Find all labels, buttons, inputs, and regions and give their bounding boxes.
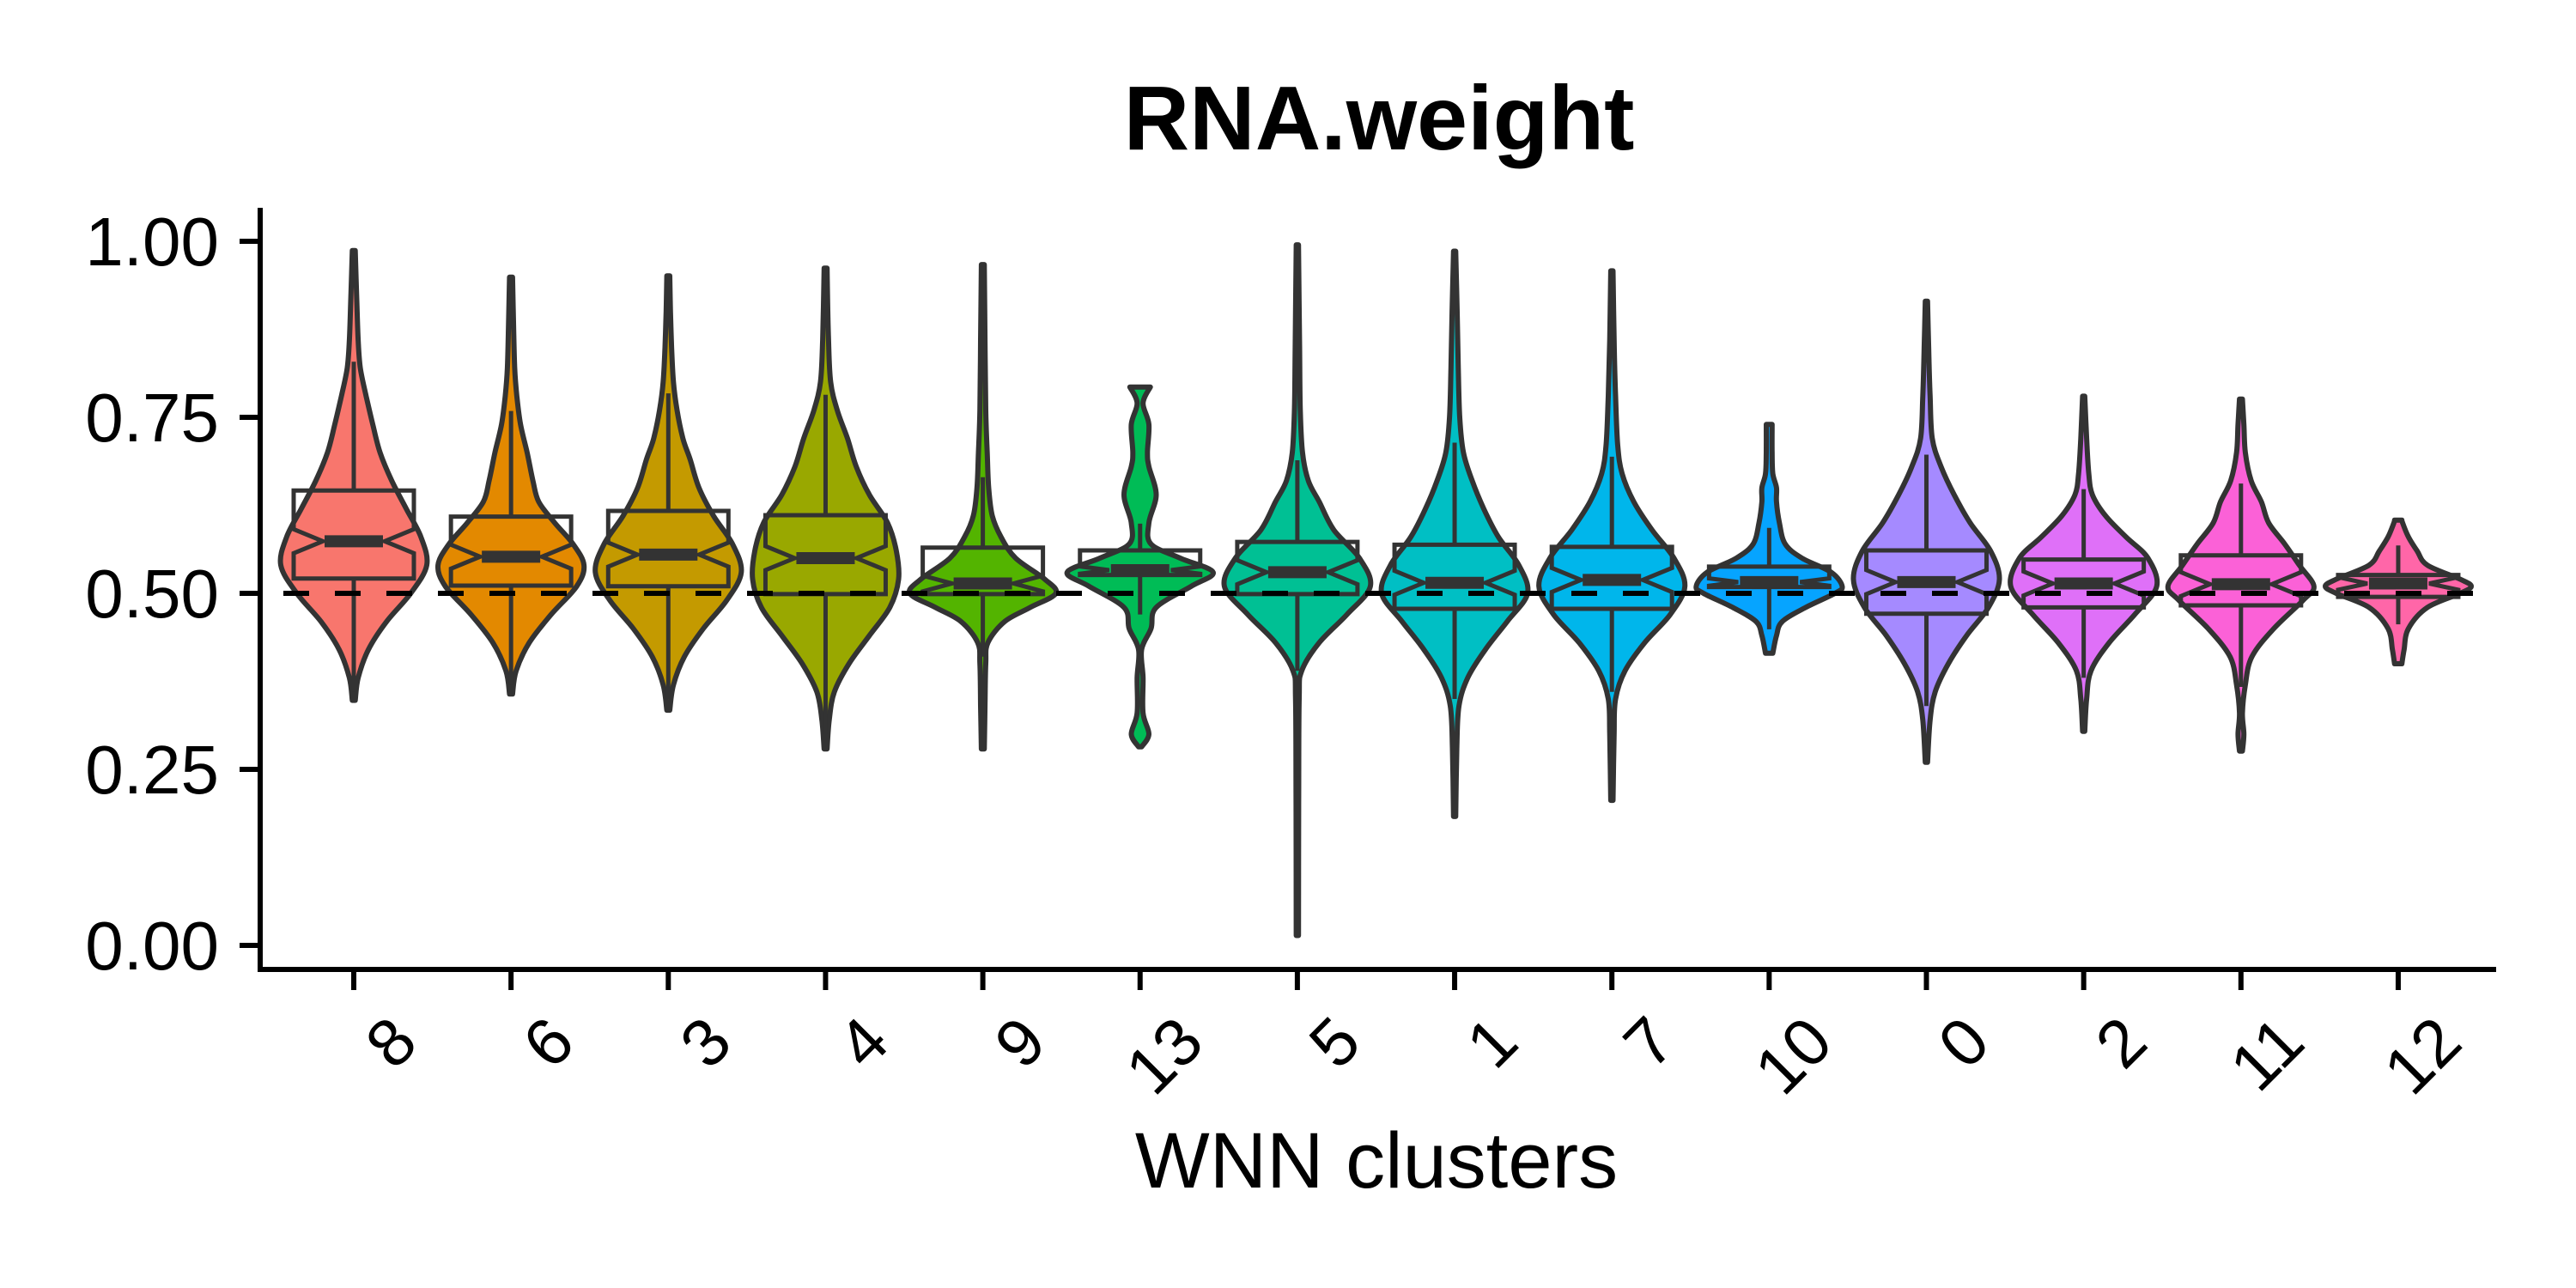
x-tick-label: 5 xyxy=(1295,1002,1375,1082)
x-tick-label: 3 xyxy=(665,1002,745,1082)
violin-group-2 xyxy=(2008,393,2160,734)
y-tick-label: 0.75 xyxy=(85,380,219,456)
violin-group-3 xyxy=(592,273,744,714)
box-6 xyxy=(448,514,574,588)
plot-area xyxy=(277,242,2496,939)
violin-11 xyxy=(2165,396,2317,754)
violin-2 xyxy=(2008,393,2160,734)
violin-group-11 xyxy=(2165,396,2317,754)
x-tick-label: 1 xyxy=(1452,1002,1532,1082)
x-tick-label: 9 xyxy=(980,1002,1060,1082)
y-tick-label: 0.00 xyxy=(85,908,219,984)
box-10 xyxy=(1706,564,1832,590)
violin-group-13 xyxy=(1064,384,1216,750)
violin-group-10 xyxy=(1693,422,1845,656)
violin-group-0 xyxy=(1850,298,2002,765)
box-0 xyxy=(1864,548,1989,617)
violin-5 xyxy=(1221,242,1374,939)
x-tick-label: 2 xyxy=(2081,1002,2160,1082)
x-tick-label: 4 xyxy=(823,1002,902,1082)
box-5 xyxy=(1235,539,1360,597)
violin-group-6 xyxy=(435,274,587,697)
box-8 xyxy=(291,488,416,581)
box-9 xyxy=(920,545,1046,597)
y-ticks: 0.00 0.25 0.50 0.75 1.00 xyxy=(85,204,260,984)
x-tick-label: 6 xyxy=(508,1002,588,1082)
box-1 xyxy=(1392,542,1517,611)
box-3 xyxy=(605,508,731,589)
x-axis-title: WNN clusters xyxy=(1135,1117,1618,1205)
x-tick-label: 11 xyxy=(2215,1002,2318,1104)
x-tick-label: 7 xyxy=(1609,1002,1689,1082)
y-tick-label: 0.25 xyxy=(85,732,219,808)
x-tick-label: 8 xyxy=(351,1002,431,1082)
violin-group-8 xyxy=(277,247,430,703)
x-tick-label: 10 xyxy=(1740,1002,1846,1109)
x-tick-label: 0 xyxy=(1923,1002,2003,1082)
violin-group-1 xyxy=(1378,248,1531,819)
x-tick-label: 13 xyxy=(1111,1002,1218,1109)
x-tick-label: 12 xyxy=(2369,1002,2476,1109)
box-11 xyxy=(2178,553,2304,608)
y-tick-label: 0.50 xyxy=(85,556,219,632)
violin-group-4 xyxy=(750,265,902,752)
box-12 xyxy=(2336,573,2461,599)
violin-group-5 xyxy=(1221,242,1374,939)
chart-title: RNA.weight xyxy=(1124,68,1635,169)
axes xyxy=(258,208,2496,972)
box-7 xyxy=(1549,544,1674,611)
box-2 xyxy=(2021,557,2147,610)
y-tick-label: 1.00 xyxy=(85,204,219,280)
box-4 xyxy=(762,513,888,597)
violin-group-9 xyxy=(907,262,1060,752)
violin-group-7 xyxy=(1536,268,1688,804)
box-13 xyxy=(1078,548,1203,578)
